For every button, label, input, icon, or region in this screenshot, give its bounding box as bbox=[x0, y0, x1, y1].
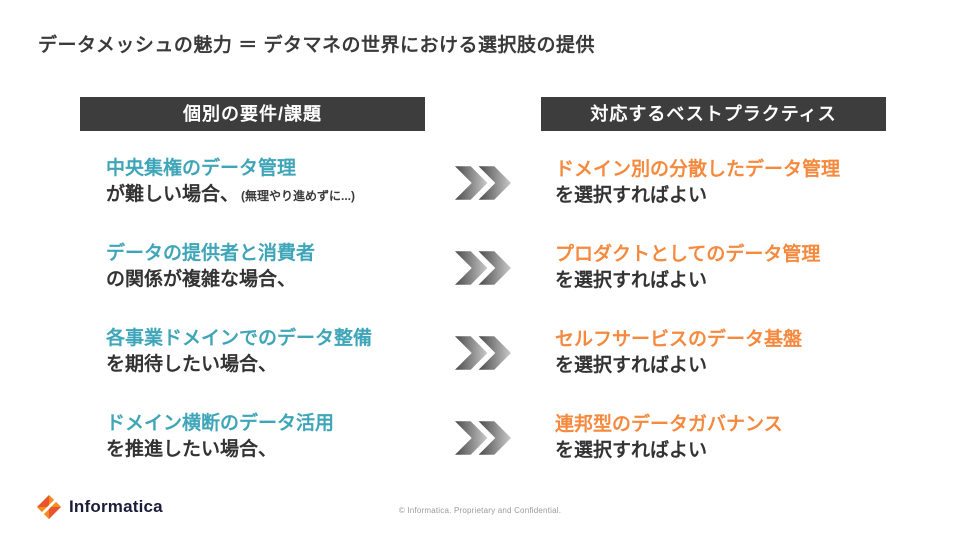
requirement-cell: 中央集権のデータ管理 が難しい場合、(無理やり進めずに...) bbox=[80, 156, 425, 209]
practice-cell: プロダクトとしてのデータ管理 を選択すればよい bbox=[541, 242, 886, 294]
informatica-logo-text: Informatica bbox=[69, 497, 163, 516]
requirement-cell: ドメイン横断のデータ活用 を推進したい場合、 bbox=[80, 411, 425, 464]
practice-highlight: プロダクトとしてのデータ管理 bbox=[555, 243, 821, 265]
informatica-logo-mark bbox=[36, 494, 62, 520]
informatica-logo: Informatica bbox=[36, 494, 163, 520]
practice-rest: を選択すればよい bbox=[555, 184, 708, 206]
mapping-row: 中央集権のデータ管理 が難しい場合、(無理やり進めずに...) ドメイン別の分散… bbox=[80, 140, 886, 225]
requirement-rest: を推進したい場合、 bbox=[106, 439, 278, 460]
requirement-cell: 各事業ドメインでのデータ整備 を期待したい場合、 bbox=[80, 326, 425, 379]
chevron-arrow-icon bbox=[425, 250, 541, 286]
practice-cell: ドメイン別の分散したデータ管理 を選択すればよい bbox=[541, 157, 886, 209]
mapping-row: データの提供者と消費者 の関係が複雑な場合、 プロダクトとしてのデータ管理 を選… bbox=[80, 225, 886, 310]
practice-rest: を選択すればよい bbox=[555, 354, 708, 376]
mapping-row: ドメイン横断のデータ活用 を推進したい場合、 連邦型のデータガバナンス を選択す… bbox=[80, 395, 886, 480]
mapping-row: 各事業ドメインでのデータ整備 を期待したい場合、 セルフサービスのデータ基盤 を… bbox=[80, 310, 886, 395]
requirement-rest-line: を期待したい場合、 bbox=[106, 352, 425, 379]
practice-highlight: 連邦型のデータガバナンス bbox=[555, 413, 783, 435]
slide-title: データメッシュの魅力 ＝ デタマネの世界における選択肢の提供 bbox=[38, 35, 595, 56]
requirement-note: (無理やり進めずに...) bbox=[241, 189, 356, 203]
requirement-highlight: データの提供者と消費者 bbox=[106, 243, 316, 264]
chevron-arrow-icon bbox=[425, 165, 541, 201]
requirement-rest-line: の関係が複雑な場合、 bbox=[106, 267, 425, 294]
mapping-rows: 中央集権のデータ管理 が難しい場合、(無理やり進めずに...) ドメイン別の分散… bbox=[80, 140, 886, 480]
right-column-header: 対応するベストプラクティス bbox=[541, 97, 886, 131]
practice-highlight: ドメイン別の分散したデータ管理 bbox=[555, 158, 841, 180]
practice-cell: セルフサービスのデータ基盤 を選択すればよい bbox=[541, 327, 886, 379]
requirement-rest: が難しい場合、 bbox=[106, 184, 240, 205]
requirement-rest: を期待したい場合、 bbox=[106, 354, 278, 375]
requirement-highlight: 中央集権のデータ管理 bbox=[106, 158, 297, 179]
practice-rest: を選択すればよい bbox=[555, 269, 708, 291]
requirement-rest-line: が難しい場合、(無理やり進めずに...) bbox=[106, 182, 425, 209]
practice-rest: を選択すればよい bbox=[555, 439, 708, 461]
requirement-rest: の関係が複雑な場合、 bbox=[106, 269, 297, 290]
requirement-highlight: 各事業ドメインでのデータ整備 bbox=[106, 328, 373, 349]
copyright-text: © Informatica. Proprietary and Confident… bbox=[398, 506, 562, 515]
chevron-arrow-icon bbox=[425, 335, 541, 371]
left-column-header: 個別の要件/課題 bbox=[80, 97, 425, 131]
requirement-highlight: ドメイン横断のデータ活用 bbox=[106, 413, 335, 434]
practice-highlight: セルフサービスのデータ基盤 bbox=[555, 328, 803, 350]
requirement-rest-line: を推進したい場合、 bbox=[106, 437, 425, 464]
requirement-cell: データの提供者と消費者 の関係が複雑な場合、 bbox=[80, 241, 425, 294]
chevron-arrow-icon bbox=[425, 420, 541, 456]
practice-cell: 連邦型のデータガバナンス を選択すればよい bbox=[541, 412, 886, 464]
